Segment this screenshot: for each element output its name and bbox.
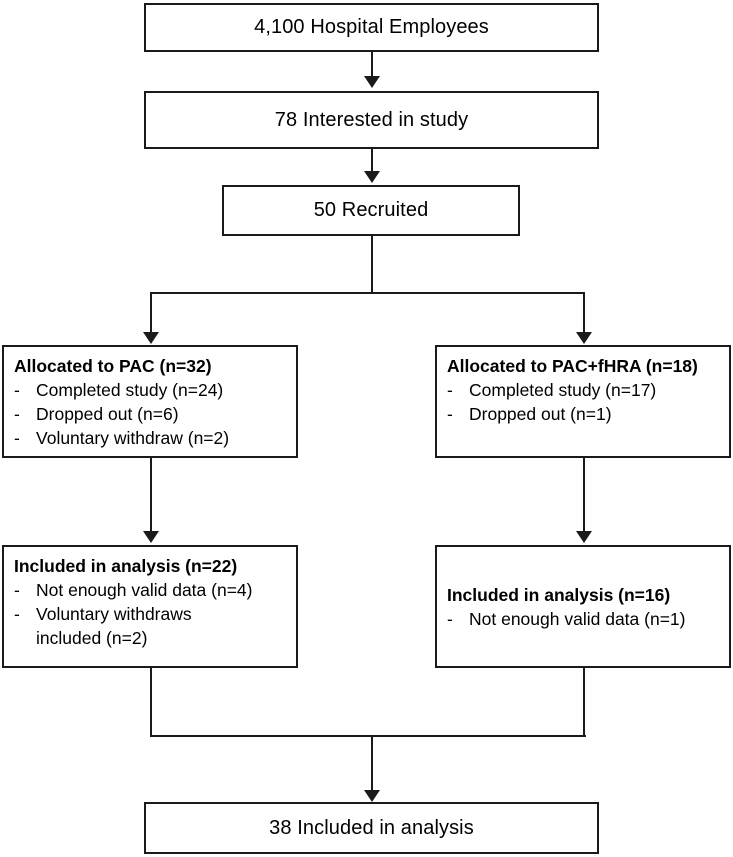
connector-recruited-stem bbox=[371, 236, 373, 293]
bullet-text: Completed study (n=24) bbox=[36, 380, 224, 401]
bullet-text: Dropped out (n=6) bbox=[36, 404, 179, 425]
node-hospital-employees-label: 4,100 Hospital Employees bbox=[254, 16, 489, 38]
list-item: - Completed study (n=17) bbox=[447, 378, 729, 402]
node-analysis-right: Included in analysis (n=16) - Not enough… bbox=[435, 545, 731, 668]
connector-recruited-split-bar bbox=[150, 292, 584, 294]
node-allocated-pac-fhra-bullets: - Completed study (n=17) - Dropped out (… bbox=[447, 378, 729, 426]
connector-pac-to-analysis-left bbox=[150, 458, 152, 533]
node-interested-in-study: 78 Interested in study bbox=[144, 91, 599, 149]
bullet-dash-icon: - bbox=[14, 380, 20, 401]
node-final-included-label: 38 Included in analysis bbox=[269, 816, 474, 839]
bullet-text: Not enough valid data (n=4) bbox=[36, 580, 253, 601]
connector-split-left-drop bbox=[150, 292, 152, 334]
node-analysis-left: Included in analysis (n=22) - Not enough… bbox=[2, 545, 298, 668]
node-allocated-pac-heading: Allocated to PAC (n=32) bbox=[14, 356, 212, 376]
bullet-text: Completed study (n=17) bbox=[469, 380, 657, 401]
node-analysis-left-bullets: - Not enough valid data (n=4) - Voluntar… bbox=[14, 578, 296, 650]
list-item: - Dropped out (n=6) bbox=[14, 402, 296, 426]
list-item: - Not enough valid data (n=4) bbox=[14, 578, 296, 602]
bullet-dash-icon: - bbox=[14, 604, 20, 625]
bullet-text: Not enough valid data (n=1) bbox=[469, 609, 686, 629]
node-allocated-pac-bullets: - Completed study (n=24) - Dropped out (… bbox=[14, 378, 296, 450]
connector-pac-fhra-to-analysis-right bbox=[583, 458, 585, 533]
node-recruited: 50 Recruited bbox=[222, 185, 520, 236]
bullet-dash-icon: - bbox=[14, 404, 20, 425]
node-analysis-right-bullets: - Not enough valid data (n=1) bbox=[447, 607, 729, 631]
connector-merge-stem bbox=[371, 735, 373, 792]
list-item: - Voluntary withdraws included (n=2) bbox=[14, 602, 296, 650]
connector-split-right-drop bbox=[583, 292, 585, 334]
bullet-dash-icon: - bbox=[14, 580, 20, 601]
bullet-dash-icon: - bbox=[447, 609, 453, 629]
arrowhead-pac-to-analysis-left bbox=[143, 531, 159, 543]
bullet-dash-icon: - bbox=[447, 380, 453, 401]
list-item: - Completed study (n=24) bbox=[14, 378, 296, 402]
node-hospital-employees: 4,100 Hospital Employees bbox=[144, 3, 599, 52]
node-final-included: 38 Included in analysis bbox=[144, 802, 599, 854]
connector-analysis-left-drop bbox=[150, 668, 152, 737]
bullet-text: Voluntary withdraws included (n=2) bbox=[36, 604, 192, 649]
node-recruited-label: 50 Recruited bbox=[313, 199, 429, 221]
arrowhead-split-to-pac bbox=[143, 332, 159, 344]
connector-employees-to-interested bbox=[371, 52, 373, 78]
bullet-dash-icon: - bbox=[447, 404, 453, 425]
node-analysis-left-heading: Included in analysis (n=22) bbox=[14, 556, 238, 576]
arrowhead-split-to-pac-fhra bbox=[576, 332, 592, 344]
list-item: - Dropped out (n=1) bbox=[447, 402, 729, 426]
list-item: - Voluntary withdraw (n=2) bbox=[14, 426, 296, 450]
node-allocated-pac-fhra-heading: Allocated to PAC+fHRA (n=18) bbox=[447, 356, 698, 376]
bullet-text: Voluntary withdraw (n=2) bbox=[36, 428, 230, 449]
arrowhead-merge-to-final bbox=[364, 790, 380, 802]
connector-analysis-right-drop bbox=[583, 668, 585, 737]
arrowhead-employees-to-interested bbox=[364, 76, 380, 88]
arrowhead-interested-to-recruited bbox=[364, 171, 380, 183]
node-analysis-right-heading: Included in analysis (n=16) bbox=[447, 584, 671, 605]
connector-interested-to-recruited bbox=[371, 149, 373, 173]
node-allocated-pac-fhra: Allocated to PAC+fHRA (n=18) - Completed… bbox=[435, 345, 731, 458]
bullet-dash-icon: - bbox=[14, 428, 20, 449]
bullet-text: Dropped out (n=1) bbox=[469, 404, 612, 425]
node-interested-in-study-label: 78 Interested in study bbox=[274, 108, 469, 131]
arrowhead-pac-fhra-to-analysis-right bbox=[576, 531, 592, 543]
list-item: - Not enough valid data (n=1) bbox=[447, 607, 729, 631]
node-allocated-pac: Allocated to PAC (n=32) - Completed stud… bbox=[2, 345, 298, 458]
connector-merge-bar bbox=[150, 735, 586, 737]
